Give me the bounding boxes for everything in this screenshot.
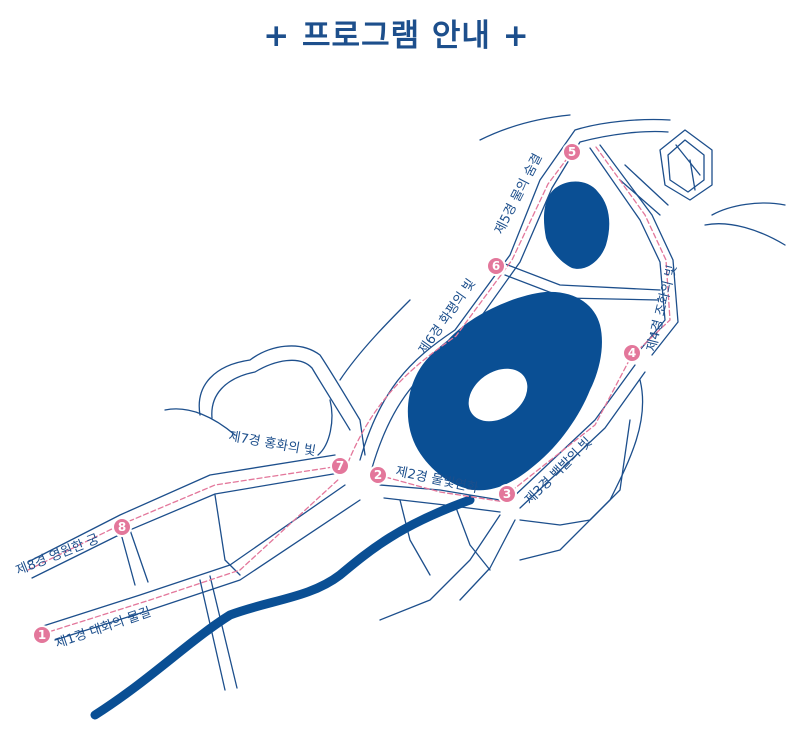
stop-number: 3 xyxy=(503,487,511,501)
stop-label: 제8경 영원한 궁 xyxy=(14,532,102,579)
stop-marker[interactable] xyxy=(622,343,642,363)
road-network xyxy=(27,114,786,691)
stop-number: 6 xyxy=(492,259,500,273)
stop-marker[interactable] xyxy=(368,465,388,485)
island xyxy=(468,368,528,422)
stop-number: 7 xyxy=(336,459,344,473)
stop-8[interactable]: 8 제8경 영원한 궁 xyxy=(14,517,132,579)
river xyxy=(90,495,475,720)
stop-1[interactable]: 1 제1경 대화의 물길 xyxy=(32,605,153,652)
stop-label: 제7경 홍화의 빛 xyxy=(227,429,317,459)
stop-marker[interactable] xyxy=(112,517,132,537)
upper-pond xyxy=(543,181,610,269)
stop-marker[interactable] xyxy=(497,484,517,504)
walking-route xyxy=(27,146,671,635)
stop-number: 8 xyxy=(118,520,126,534)
stop-label: 제5경 물의 숨결 xyxy=(492,151,545,236)
stop-label: 제4경 조화의 빛 xyxy=(644,264,680,353)
stop-marker[interactable] xyxy=(32,625,52,645)
stop-7[interactable]: 7 제7경 홍화의 빛 xyxy=(227,429,350,476)
stop-number: 5 xyxy=(568,145,576,159)
stop-marker[interactable] xyxy=(486,256,506,276)
stop-number: 1 xyxy=(38,628,46,642)
stop-marker[interactable] xyxy=(562,142,582,162)
pavilion-icon xyxy=(659,129,713,201)
page-title: + 프로그램 안내 + xyxy=(263,18,530,54)
stop-number: 2 xyxy=(374,468,382,482)
lake xyxy=(90,181,610,720)
stop-4[interactable]: 4 제4경 조화의 빛 xyxy=(622,264,680,363)
stop-marker[interactable] xyxy=(330,456,350,476)
stop-number: 4 xyxy=(628,346,636,360)
stop-label: 제1경 대화의 물길 xyxy=(53,605,153,652)
